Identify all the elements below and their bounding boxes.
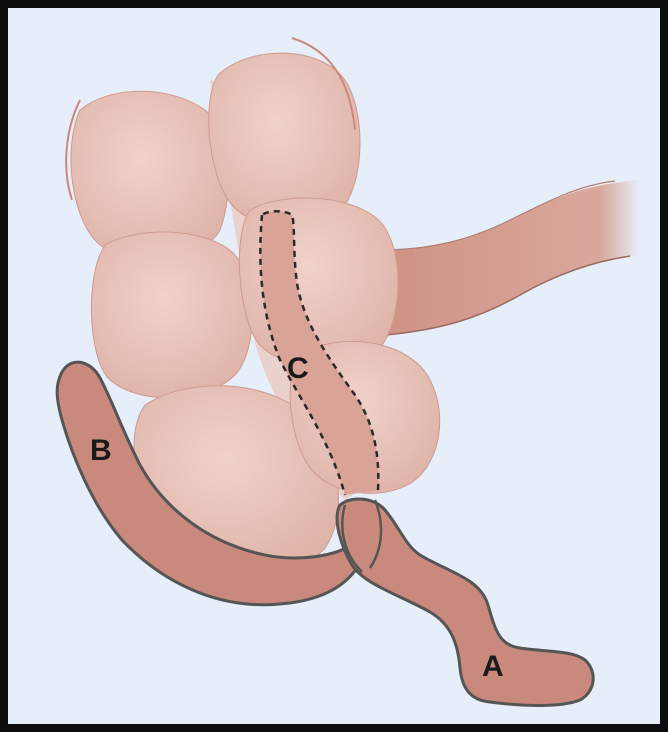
label-c: C (287, 352, 309, 385)
label-b: B (90, 434, 112, 467)
lobe-left-middle (91, 232, 252, 398)
label-a: A (482, 650, 504, 683)
